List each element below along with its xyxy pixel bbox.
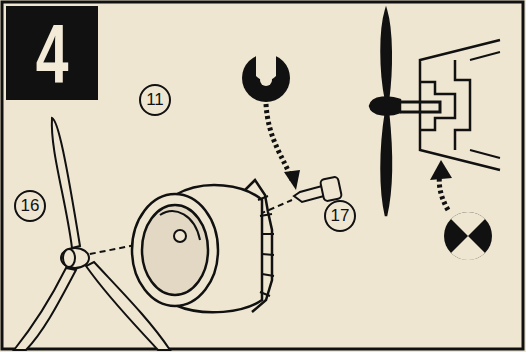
- propeller-blade: [52, 118, 80, 248]
- propeller-hub: [61, 248, 89, 268]
- glue-symbol: [242, 54, 300, 190]
- glue-arrow: [266, 104, 292, 180]
- side-spinner: [370, 98, 400, 115]
- screw-head: [320, 176, 342, 201]
- frame-border: [2, 2, 523, 349]
- propeller-hub-face: [63, 249, 75, 267]
- side-cowling: [420, 82, 455, 130]
- glue-icon: [242, 54, 290, 102]
- no-glue-quadrants: [451, 212, 485, 260]
- callout-circle: [15, 191, 45, 221]
- side-fuselage-line: [470, 52, 500, 158]
- cowling-shaft-hole: [174, 230, 186, 242]
- side-blade: [382, 10, 391, 100]
- callout-circle: [140, 85, 170, 115]
- engine-cowling: [132, 180, 274, 312]
- propeller-blade: [14, 268, 76, 350]
- glue-icon-dot: [260, 74, 272, 86]
- glue-arrowhead: [284, 170, 300, 190]
- cowling-opening: [142, 205, 208, 295]
- screw: [294, 176, 342, 202]
- callout-number: 17: [331, 206, 350, 226]
- screw-shaft: [294, 186, 324, 202]
- side-fuselage: [420, 40, 500, 170]
- no-glue-arrowhead: [430, 160, 452, 180]
- callout-number: 11: [146, 90, 164, 110]
- callout-number: 16: [21, 196, 40, 216]
- callout-circle: [325, 201, 355, 231]
- no-glue-icon: [444, 212, 492, 260]
- no-glue-symbol: [430, 160, 492, 260]
- side-blade: [382, 112, 391, 216]
- side-view: [370, 10, 500, 216]
- cowling-front: [132, 194, 218, 306]
- step-number: 4: [36, 6, 69, 103]
- cowling-fins: [258, 196, 274, 296]
